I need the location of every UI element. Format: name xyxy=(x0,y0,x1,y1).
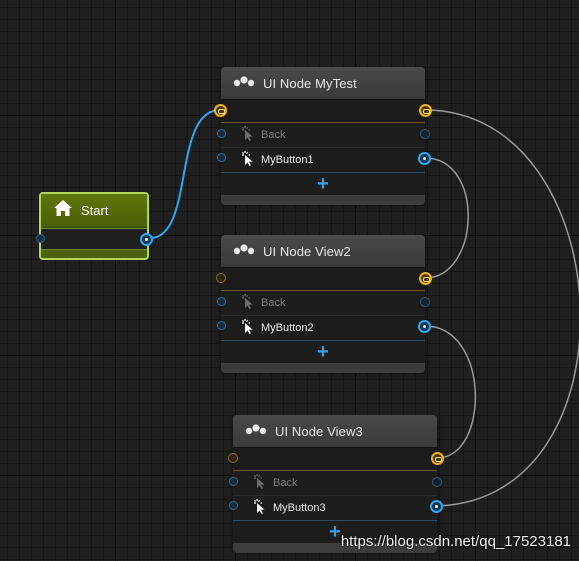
edge-start-to-mytest xyxy=(149,109,221,239)
node-title: UI Node View3 xyxy=(275,423,363,439)
add-button[interactable]: + xyxy=(317,173,329,195)
cursor-click-icon xyxy=(239,293,255,314)
add-row: + xyxy=(233,521,437,543)
button-output-port[interactable] xyxy=(430,500,443,513)
back-output-port[interactable] xyxy=(420,297,430,307)
back-output-port[interactable] xyxy=(420,129,430,139)
cursor-click-icon xyxy=(251,498,267,519)
start-input-port[interactable] xyxy=(36,234,45,243)
cursor-click-icon xyxy=(239,318,255,339)
back-input-port[interactable] xyxy=(217,129,226,138)
enter-output-port[interactable] xyxy=(419,104,432,117)
node-title: UI Node MyTest xyxy=(263,75,357,91)
back-input-port[interactable] xyxy=(229,477,238,486)
nodes-icon xyxy=(233,74,255,93)
button-row[interactable]: MyButton3 xyxy=(233,496,437,521)
row-label: Back xyxy=(261,129,286,141)
node-title: UI Node View2 xyxy=(263,243,351,259)
start-node-body xyxy=(41,228,147,250)
back-input-port[interactable] xyxy=(217,297,226,306)
cursor-click-icon xyxy=(251,473,267,494)
ui-node-view2[interactable]: UI Node View2 Back MyButton2 + xyxy=(216,235,432,373)
back-row[interactable]: Back xyxy=(221,123,425,148)
enter-input-port[interactable] xyxy=(228,453,238,463)
button-row[interactable]: MyButton1 xyxy=(221,148,425,173)
back-output-port[interactable] xyxy=(432,477,442,487)
button-input-port[interactable] xyxy=(229,501,238,510)
add-row: + xyxy=(221,173,425,195)
edge-mybutton3-to-mytest xyxy=(424,109,579,507)
enter-row xyxy=(233,448,437,471)
watermark: https://blog.csdn.net/qq_17523181 xyxy=(340,533,571,550)
row-label: MyButton1 xyxy=(261,154,314,166)
enter-output-port[interactable] xyxy=(419,272,432,285)
back-row[interactable]: Back xyxy=(221,291,425,316)
nodes-icon xyxy=(233,242,255,261)
button-output-port[interactable] xyxy=(418,320,431,333)
node-header[interactable]: UI Node MyTest xyxy=(221,67,425,100)
edge-mybutton1-to-view2 xyxy=(424,157,469,279)
ui-node-mytest[interactable]: UI Node MyTest Back MyButton1 + xyxy=(214,67,432,205)
node-footer xyxy=(221,363,425,373)
enter-row xyxy=(221,100,425,123)
row-label: MyButton2 xyxy=(261,322,314,334)
start-output-port[interactable] xyxy=(140,233,153,246)
button-output-port[interactable] xyxy=(418,152,431,165)
back-row[interactable]: Back xyxy=(233,471,437,496)
button-input-port[interactable] xyxy=(217,321,226,330)
add-button[interactable]: + xyxy=(317,341,329,363)
enter-row xyxy=(221,268,425,291)
home-icon xyxy=(53,199,73,222)
start-node[interactable]: Start xyxy=(36,192,153,260)
ui-node-view3[interactable]: UI Node View3 Back MyButton3 + xyxy=(228,415,444,553)
add-button[interactable]: + xyxy=(329,521,341,543)
node-header[interactable]: UI Node View3 xyxy=(233,415,437,448)
enter-input-port[interactable] xyxy=(214,104,227,117)
button-row[interactable]: MyButton2 xyxy=(221,316,425,341)
nodes-icon xyxy=(245,422,267,441)
enter-output-port[interactable] xyxy=(431,452,444,465)
enter-input-port[interactable] xyxy=(216,273,226,283)
node-header[interactable]: UI Node View2 xyxy=(221,235,425,268)
start-node-header[interactable]: Start xyxy=(41,194,147,228)
start-node-title: Start xyxy=(81,203,109,218)
row-label: Back xyxy=(261,297,286,309)
cursor-click-icon xyxy=(239,125,255,146)
cursor-click-icon xyxy=(239,150,255,171)
add-row: + xyxy=(221,341,425,363)
node-footer xyxy=(233,543,437,553)
row-label: MyButton3 xyxy=(273,502,326,514)
row-label: Back xyxy=(273,477,298,489)
button-input-port[interactable] xyxy=(217,153,226,162)
node-footer xyxy=(221,195,425,205)
